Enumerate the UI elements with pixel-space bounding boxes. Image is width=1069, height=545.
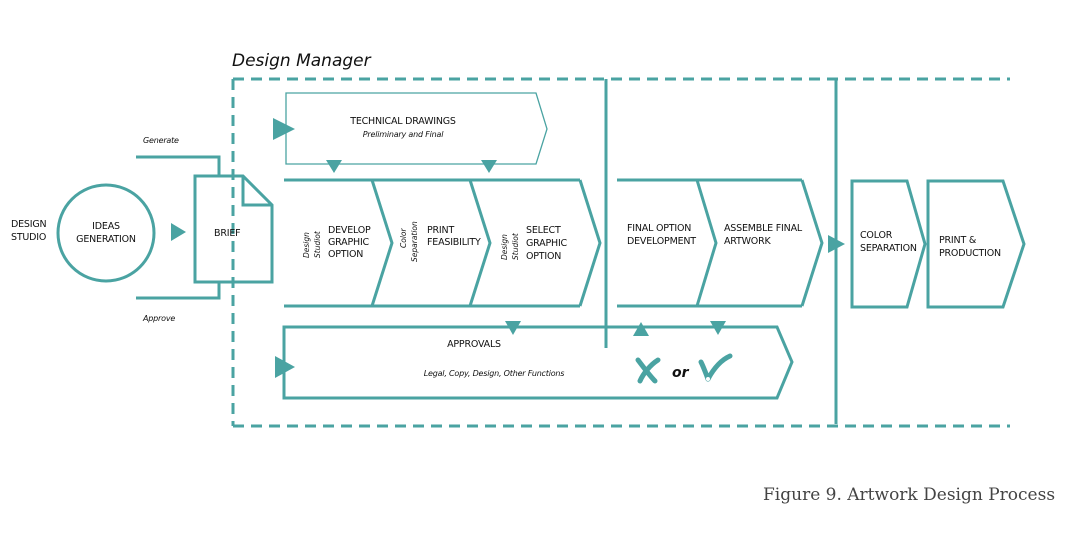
step-select-graphic-option: Design Studiot SELECT GRAPHIC OPTION bbox=[500, 225, 568, 262]
step-label: SELECT bbox=[526, 225, 561, 236]
approvals-subtitle: Legal, Copy, Design, Other Functions bbox=[424, 369, 565, 378]
step-print-production-label-2: PRODUCTION bbox=[939, 248, 1001, 259]
step-label: OPTION bbox=[328, 249, 363, 260]
step-side-label: Design bbox=[500, 234, 509, 260]
step-label: FEASIBILITY bbox=[427, 237, 481, 248]
ideas-generation-circle bbox=[56, 183, 156, 283]
step-final-option-label-2: DEVELOPMENT bbox=[627, 236, 696, 247]
brief-label: BRIEF bbox=[214, 228, 240, 239]
technical-drawings-box bbox=[285, 92, 548, 165]
chevron-divider-2 bbox=[468, 179, 492, 307]
approvals-box bbox=[282, 325, 794, 400]
step-label: GRAPHIC bbox=[328, 237, 370, 248]
step-develop-graphic-option: Design Studiot DEVELOP GRAPHIC OPTION bbox=[302, 225, 371, 260]
step-label: OPTION bbox=[526, 251, 561, 262]
step-final-option-label-1: FINAL OPTION bbox=[627, 223, 691, 234]
step-assemble-label-2: ARTWORK bbox=[724, 236, 771, 247]
step-assemble-label-1: ASSEMBLE FINAL bbox=[724, 223, 803, 234]
design-studio-label-2: STUDIO bbox=[11, 232, 46, 243]
generate-label: Generate bbox=[143, 136, 179, 145]
arrow-up-icon bbox=[633, 322, 649, 336]
step-side-label: Design bbox=[302, 232, 311, 258]
step-color-separation-label-1: COLOR bbox=[860, 230, 893, 241]
step-label: GRAPHIC bbox=[526, 238, 568, 249]
figure-caption: Figure 9. Artwork Design Process bbox=[763, 485, 1055, 505]
step-label: PRINT bbox=[427, 225, 454, 236]
step-side-label: Separation bbox=[410, 221, 419, 262]
approve-connector bbox=[136, 282, 221, 300]
generate-connector bbox=[136, 155, 221, 175]
arrow-down-icon bbox=[505, 321, 521, 335]
approvals-title: APPROVALS bbox=[447, 339, 501, 350]
ideas-label-1: IDEAS bbox=[92, 221, 120, 232]
step-side-label: Studiot bbox=[313, 230, 322, 258]
approve-label: Approve bbox=[142, 314, 175, 323]
arrow-down-icon bbox=[481, 160, 497, 173]
step-side-label: Studiot bbox=[511, 232, 520, 260]
step-color-separation-label-2: SEPARATION bbox=[860, 243, 917, 254]
arrow-right-icon bbox=[275, 356, 295, 378]
print-production-box bbox=[926, 179, 1026, 309]
arrow-down-icon bbox=[710, 321, 726, 335]
step-label: DEVELOP bbox=[328, 225, 371, 236]
design-manager-boundary bbox=[231, 77, 1010, 428]
arrow-right-icon bbox=[273, 118, 295, 140]
step-print-feasibility: Color Separation PRINT FEASIBILITY bbox=[399, 221, 481, 262]
or-label: or bbox=[672, 365, 690, 381]
check-mark-dot bbox=[706, 377, 710, 381]
chevron-divider-3 bbox=[695, 179, 718, 307]
design-studio-label-1: DESIGN bbox=[11, 219, 47, 230]
check-mark-icon bbox=[698, 353, 733, 382]
chevron-end-1 bbox=[578, 179, 602, 307]
diagram-title: Design Manager bbox=[232, 51, 372, 71]
x-mark-icon bbox=[635, 357, 661, 384]
brief-document-icon bbox=[193, 174, 274, 284]
color-separation-box bbox=[850, 179, 927, 309]
technical-drawings-title: TECHNICAL DRAWINGS bbox=[349, 116, 456, 127]
arrow-right-icon bbox=[171, 223, 186, 241]
step-side-label: Color bbox=[399, 228, 408, 248]
chevron-end-2 bbox=[800, 179, 824, 307]
arrow-right-icon bbox=[828, 235, 845, 253]
arrow-down-icon bbox=[326, 160, 342, 173]
ideas-label-2: GENERATION bbox=[76, 234, 136, 245]
technical-drawings-subtitle: Preliminary and Final bbox=[363, 130, 444, 139]
step-print-production-label-1: PRINT & bbox=[939, 235, 977, 246]
chevron-divider-1 bbox=[370, 179, 394, 307]
